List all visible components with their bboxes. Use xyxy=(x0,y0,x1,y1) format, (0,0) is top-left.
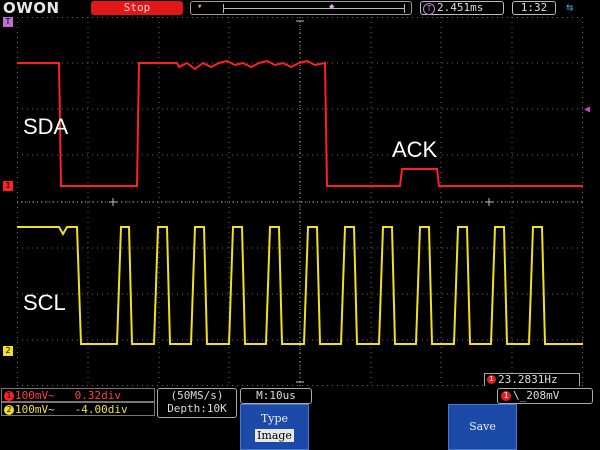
owon-logo: OWON xyxy=(3,0,60,17)
waveform-position-indicator: ▾ ◆ xyxy=(190,1,412,15)
save-button[interactable]: Save xyxy=(448,404,517,450)
trigger-level-marker-icon[interactable]: ◀ xyxy=(584,104,591,115)
ch2-offset: -4.00div xyxy=(74,403,128,416)
frequency-value: 23.2831Hz xyxy=(498,373,558,386)
waveform-display: SDA SCL ACK xyxy=(17,17,583,386)
scl-label: SCL xyxy=(23,290,66,315)
clock: 1:32 xyxy=(512,1,556,15)
scl-waveform xyxy=(17,226,583,345)
trigger-source-icon: 1 xyxy=(501,391,511,401)
waveform-grid-svg xyxy=(17,17,583,386)
view-position-icon: ◆ xyxy=(329,2,335,12)
acquisition-info: (50MS/s) Depth:10K xyxy=(157,388,237,418)
run-stop-status[interactable]: Stop xyxy=(91,1,183,15)
sda-waveform xyxy=(17,59,583,187)
usb-icon: ⇆ xyxy=(566,0,574,14)
trigger-delay-value: 2.451ms xyxy=(437,1,484,14)
type-button-value: Image xyxy=(255,429,294,442)
ch2-level-marker[interactable]: 2 xyxy=(3,346,13,356)
memory-depth: Depth:10K xyxy=(167,402,227,415)
ch1-icon: 1 xyxy=(4,391,14,401)
ch1-scale: 100mV~ xyxy=(15,389,55,402)
ch2-icon: 2 xyxy=(4,405,14,415)
trigger-position-icon: ▾ xyxy=(197,2,203,12)
trigger-level: \_208mV xyxy=(513,389,560,402)
trigger-info[interactable]: 1\_208mV xyxy=(497,388,593,404)
frequency-channel-icon: 1 xyxy=(487,375,496,384)
sda-label: SDA xyxy=(23,114,69,139)
sample-rate: (50MS/s) xyxy=(170,389,224,402)
trigger-time-marker[interactable]: T xyxy=(3,17,13,27)
ack-label: ACK xyxy=(392,137,438,162)
ch1-level-marker[interactable]: 1 xyxy=(3,181,13,191)
trigger-delay-icon: T xyxy=(423,3,435,15)
ch2-scale: 100mV~ xyxy=(15,403,55,416)
type-button-label: Type xyxy=(260,412,289,425)
ch1-offset: 0.32div xyxy=(74,389,121,402)
type-button[interactable]: Type Image xyxy=(240,404,309,450)
center-crosshair xyxy=(17,17,583,386)
timebase-display[interactable]: M:10us xyxy=(240,388,312,404)
